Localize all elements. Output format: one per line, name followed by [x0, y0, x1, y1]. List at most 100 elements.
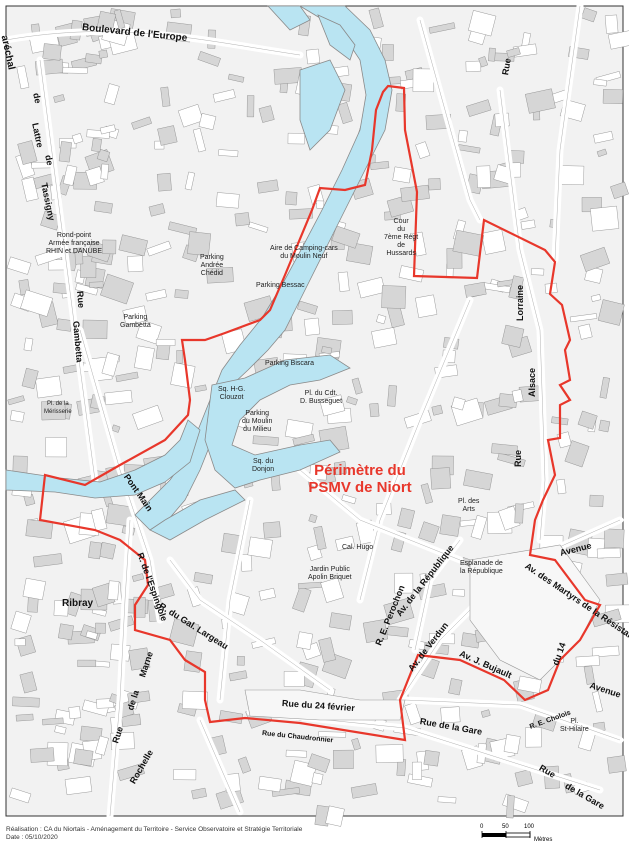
building-block — [292, 586, 312, 613]
building-block — [480, 709, 491, 718]
label-parking-andree: Parking Andrée Chédid — [200, 254, 224, 277]
building-block — [42, 43, 62, 61]
building-block — [331, 309, 353, 325]
building-block — [514, 503, 524, 524]
building-block — [337, 271, 350, 292]
building-block — [606, 755, 627, 774]
road-edge — [169, 559, 331, 691]
building-block — [104, 389, 133, 406]
building-block — [237, 756, 252, 774]
label-pl-busseguet: Pl. du Cdt. D. Busseguet — [300, 390, 343, 405]
building-block — [592, 691, 603, 713]
building-block — [404, 702, 422, 726]
building-block — [89, 281, 104, 288]
building-block — [91, 137, 102, 153]
building-block — [146, 240, 172, 257]
building-block — [9, 787, 32, 804]
building-block — [488, 47, 496, 62]
building-block — [556, 478, 567, 495]
building-block — [350, 783, 378, 799]
building-block — [84, 53, 103, 65]
building-block — [423, 750, 440, 767]
building-block — [321, 346, 333, 355]
building-block — [157, 125, 178, 146]
building-block — [604, 14, 619, 34]
label-sq-donjon: Sq. du Donjon — [252, 458, 275, 473]
building-block — [98, 541, 117, 560]
building-block — [227, 73, 245, 83]
road-edge — [199, 719, 241, 813]
building-block — [503, 734, 521, 754]
building-block — [184, 171, 195, 191]
scale-tick-50: 50 — [502, 824, 509, 830]
building-block — [262, 521, 282, 539]
building-block — [74, 247, 84, 265]
building-block — [287, 132, 305, 145]
building-block — [53, 600, 69, 617]
building-block — [506, 795, 515, 819]
building-block — [306, 48, 320, 65]
building-block — [53, 94, 65, 103]
label-pl-st-hilaire: Pl. St-Hilaire — [560, 718, 589, 733]
building-block — [593, 78, 608, 87]
label-aire-camping: Aire de Camping-cars du Moulin Neuf — [270, 245, 338, 260]
building-block — [197, 51, 221, 67]
building-block — [430, 467, 452, 490]
building-block — [381, 44, 394, 61]
building-block — [118, 234, 148, 257]
building-block — [506, 47, 521, 58]
building-block — [346, 396, 358, 406]
building-block — [307, 753, 331, 773]
building-block — [525, 88, 556, 114]
building-block — [111, 424, 121, 433]
building-block — [94, 735, 109, 756]
building-block — [428, 22, 456, 34]
building-block — [192, 128, 206, 153]
building-block — [16, 65, 30, 90]
label-jardin-public: Jardin Public Apolin Briquet — [308, 566, 352, 581]
building-block — [320, 577, 344, 603]
building-block — [412, 68, 435, 93]
label-rue-alsace-2: Alsace — [527, 367, 537, 397]
building-block — [19, 671, 38, 694]
building-block — [351, 737, 361, 751]
building-block — [23, 337, 34, 352]
title-line-2: PSMV de Niort — [308, 479, 412, 496]
building-block — [418, 521, 440, 544]
building-block — [191, 787, 207, 800]
scale-tick-0: 0 — [480, 824, 484, 830]
building-block — [316, 200, 325, 209]
building-block — [215, 192, 240, 209]
road-edge — [109, 519, 131, 817]
building-block — [497, 452, 526, 468]
building-block — [148, 203, 166, 217]
building-block — [463, 469, 493, 491]
building-block — [35, 375, 63, 399]
building-block — [257, 775, 282, 793]
building-block — [285, 749, 307, 758]
building-block — [198, 113, 217, 131]
building-block — [308, 513, 318, 524]
building-block — [15, 713, 34, 722]
building-block — [182, 690, 208, 710]
label-parking-gambetta: Parking Gambetta — [120, 314, 151, 329]
building-block — [128, 647, 151, 671]
building-block — [569, 313, 598, 323]
label-esplanade: Esplanade de la République — [460, 560, 503, 575]
building-block — [581, 7, 598, 23]
map-footer: Réalisation : CA du Niortais - Aménageme… — [6, 826, 302, 842]
building-block — [228, 670, 248, 682]
building-block — [603, 528, 625, 549]
building-block — [370, 161, 390, 170]
building-block — [468, 10, 497, 37]
building-block — [375, 744, 404, 763]
building-block — [577, 323, 593, 340]
building-block — [381, 285, 407, 309]
building-block — [599, 376, 610, 399]
building-block — [589, 494, 604, 507]
building-block — [333, 461, 348, 476]
building-block — [437, 796, 457, 804]
building-block — [100, 273, 134, 305]
